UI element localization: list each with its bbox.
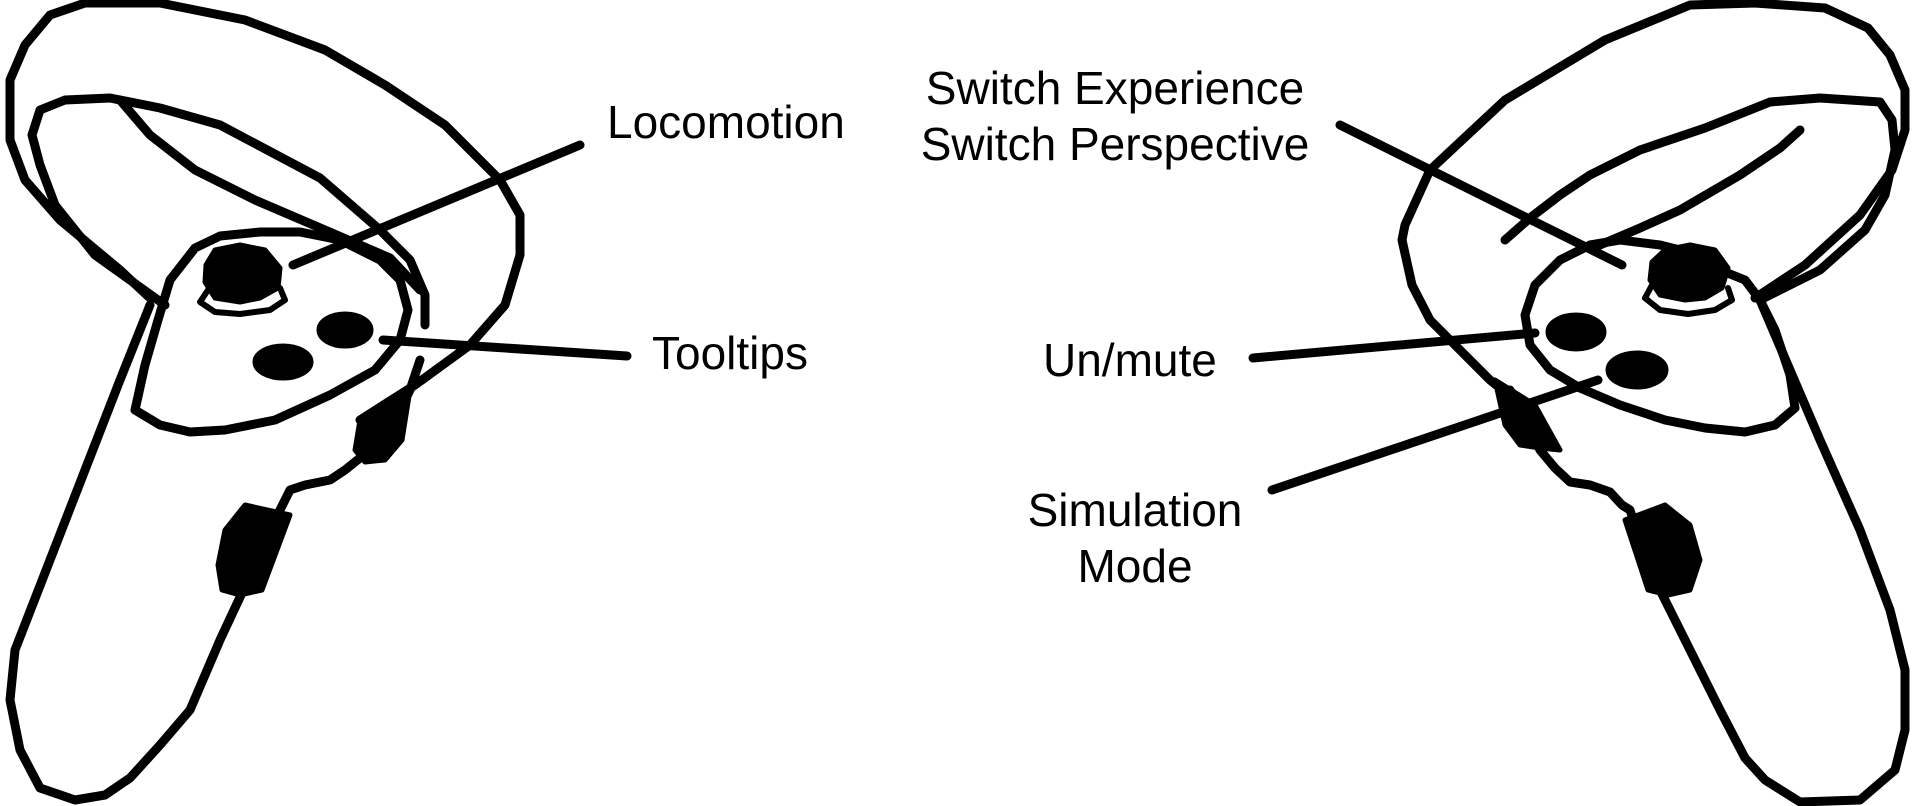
- right-thumbstick-icon: [1647, 242, 1731, 303]
- label-switch-perspective: Switch Perspective: [920, 118, 1310, 170]
- right-button-a-icon: [1605, 350, 1669, 390]
- left-controller-face: [130, 227, 413, 437]
- left-inner-band: [115, 95, 425, 295]
- left-vr-controller-icon: [5, 0, 525, 805]
- leader-switch: [1335, 120, 1627, 270]
- label-locomotion: Locomotion: [607, 96, 845, 148]
- right-grip-button-icon: [1622, 502, 1703, 598]
- left-thumbstick-icon: [202, 242, 283, 305]
- right-button-b-icon: [1545, 312, 1607, 352]
- right-tracking-ring-inner: [1500, 93, 1900, 305]
- left-button-x-icon: [316, 311, 374, 349]
- leader-unmute: [1248, 328, 1540, 363]
- right-inner-band: [1595, 125, 1805, 250]
- left-tracking-ring-outer: [5, 0, 525, 425]
- label-unmute: Un/mute: [1043, 334, 1217, 386]
- left-controller-handle: [5, 300, 425, 805]
- leader-locomotion: [288, 140, 585, 270]
- label-switch-experience: Switch Experience: [925, 62, 1305, 114]
- label-tooltips: Tooltips: [652, 327, 808, 379]
- left-tracking-ring-inner: [27, 93, 430, 330]
- right-vr-controller-icon: [1397, 0, 1910, 806]
- label-mode: Mode: [1077, 540, 1193, 592]
- left-thumbstick-rim: [197, 285, 288, 317]
- leader-tooltips: [378, 335, 632, 361]
- left-grip-button-icon: [215, 502, 293, 598]
- left-trigger-icon: [352, 387, 413, 465]
- left-button-y-icon: [252, 343, 314, 381]
- right-thumbstick-rim: [1642, 282, 1735, 317]
- right-controller-handle: [1505, 295, 1910, 806]
- label-simulation: Simulation: [1027, 484, 1243, 536]
- leader-simulation-mode: [1267, 375, 1603, 495]
